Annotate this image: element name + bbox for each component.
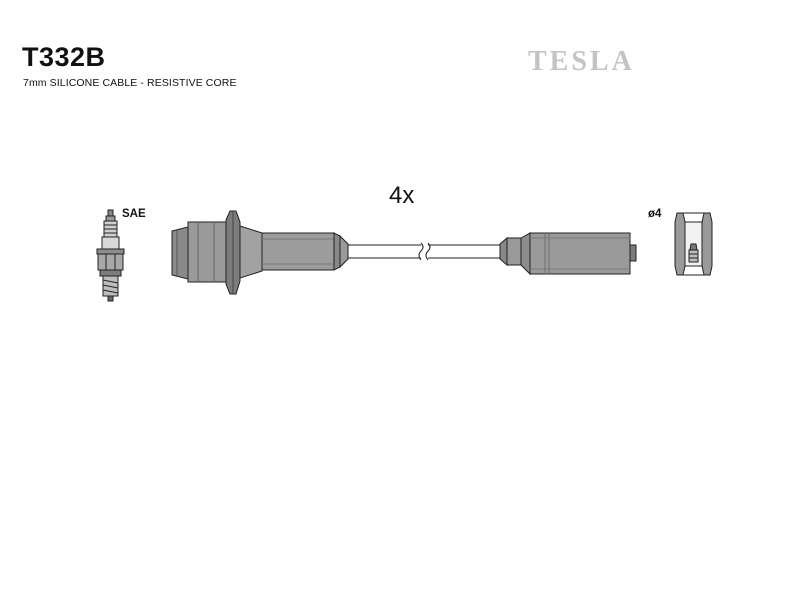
part-number: T332B xyxy=(22,42,106,72)
product-description: 7mm SILICONE CABLE - RESISTIVE CORE xyxy=(23,77,237,89)
spark-plug-type-label: SAE xyxy=(122,208,146,220)
coil-boot-icon xyxy=(499,232,637,276)
coil-terminal-icon xyxy=(674,212,713,276)
coil-terminal-diameter-label: ø4 xyxy=(648,208,662,220)
spark-plug-boot-icon xyxy=(171,210,349,295)
spark-plug-icon xyxy=(96,209,125,302)
ignition-cable xyxy=(348,242,500,261)
quantity-label: 4x xyxy=(389,182,415,209)
brand-logo: TESLA xyxy=(528,46,635,77)
